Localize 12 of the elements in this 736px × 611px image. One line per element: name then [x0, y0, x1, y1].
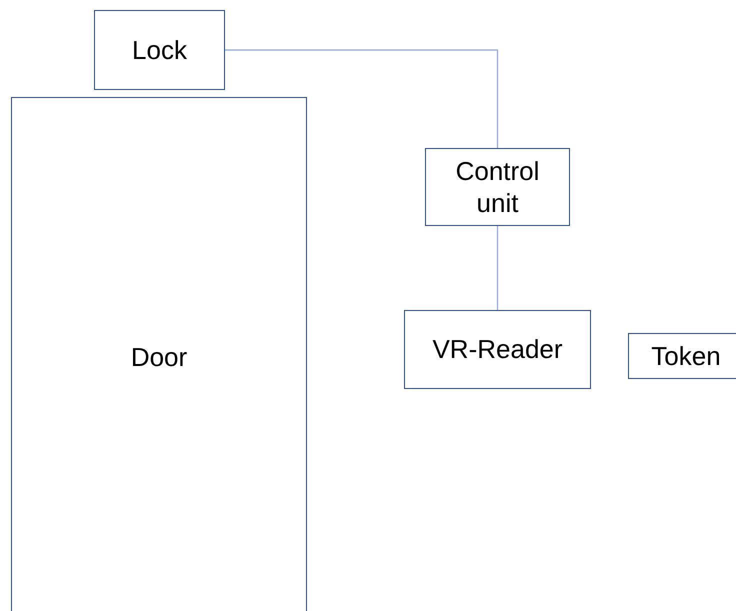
component-box	[11, 97, 307, 611]
box-label: Control unit	[454, 154, 540, 220]
component-box	[425, 148, 570, 226]
connector-line	[496, 226, 498, 310]
box-label: Door	[130, 340, 188, 374]
box-label: Token	[651, 340, 721, 372]
component-box	[404, 310, 591, 389]
component-box	[628, 333, 736, 379]
box-label: VR-Reader	[432, 333, 563, 366]
component-box	[94, 10, 225, 90]
box-label: Lock	[132, 34, 187, 66]
connector-line	[225, 49, 498, 148]
